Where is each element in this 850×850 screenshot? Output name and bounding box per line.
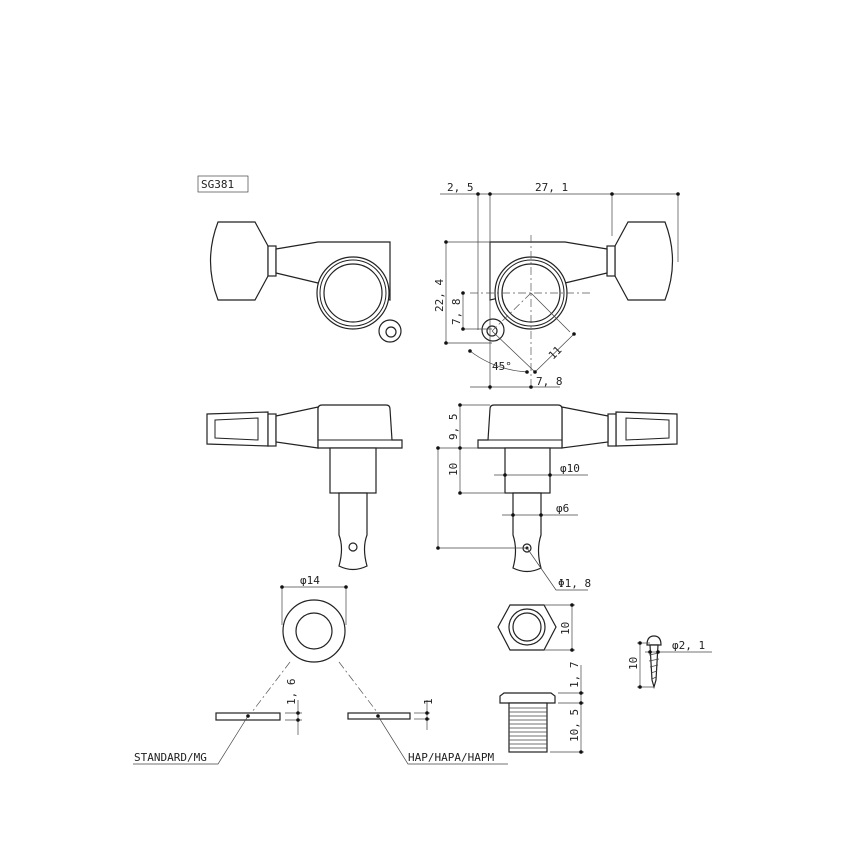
dim-nut-width: 10 [559,622,572,635]
dim-bushing-thread: 10, 5 [568,709,581,742]
label-standard: STANDARD/MG [134,751,207,764]
dim-ear-height: 7, 8 [450,299,463,326]
dim-ear-offset: 7, 8 [536,375,563,388]
bushing-stem [504,447,551,494]
dim-stem-dia: φ10 [560,462,580,475]
gear-housing [477,404,563,449]
tuner-button [209,221,269,301]
button-collar [606,245,616,277]
tuner-top-view-left [209,221,402,343]
mounting-screw: 10 φ2, 1 [627,635,712,690]
hex-nut: 10 [497,603,575,652]
side-view-dimensions: 9, 5 10 φ10 φ6 Φ1, 8 [436,403,591,591]
dim-hole-dia: Φ1, 8 [558,577,591,590]
dim-housing: 9, 5 [447,414,460,441]
dim-washer-dia: φ14 [300,574,320,587]
dim-hap-thickness: 1 [422,698,435,705]
tuner-side-view-left [206,404,403,571]
model-label: SG381 [201,178,234,191]
bushing-stem [329,447,377,494]
threaded-bushing: 1, 7 10, 5 [499,662,584,754]
dim-bushing-head: 1, 7 [568,662,581,689]
string-post [512,492,542,573]
label-hap: HAP/HAPA/HAPM [408,751,494,764]
shaft [561,406,609,449]
dim-length: 27, 1 [535,181,568,194]
dim-screw-length: 10 [627,657,640,670]
tuner-button [615,411,678,447]
post-bore [323,263,383,323]
washer: φ14 1 1, 6 1 STANDARD/MG HAP/HAPA/HAPM [133,574,508,765]
dim-offset: 2, 5 [447,181,474,194]
string-hole [348,542,358,552]
mount-hole [385,326,397,338]
gear-housing [317,404,403,449]
tuner-button [614,221,674,301]
dim-post-dia: φ6 [556,502,569,515]
dim-angle: 45° [492,360,512,373]
dim-screw-dia: φ2, 1 [672,639,705,652]
button-collar [267,245,277,277]
string-post [338,492,368,571]
tuner-top-view-right [470,221,674,385]
dim-stem: 10 [447,463,460,476]
model-label-box [197,175,249,193]
tuner-button [206,411,269,447]
dim-height: 22, 4 [433,279,446,312]
tuner-side-view-right [477,404,678,573]
dim-std-thickness: 1, 6 [285,679,298,706]
shaft [275,406,319,449]
